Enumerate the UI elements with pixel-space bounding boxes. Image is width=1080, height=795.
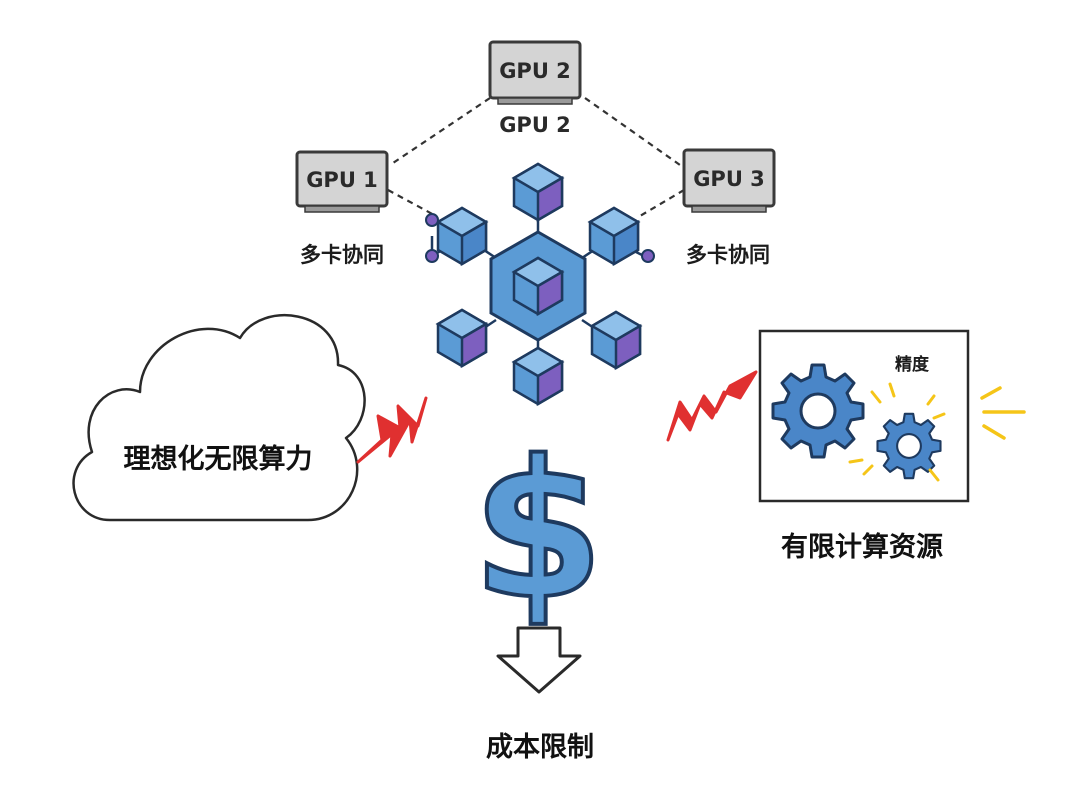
dollar-icon: $ [470, 418, 606, 643]
limited-resources-label: 有限计算资源 [781, 531, 943, 563]
down-arrow-icon [496, 626, 582, 694]
cloud-icon: 理想化无限算力 [72, 314, 366, 522]
gear-icon-small [876, 412, 942, 480]
gpu-3-label: GPU 3 [693, 167, 765, 191]
gpu-1-label: GPU 1 [306, 168, 378, 192]
svg-text:$: $ [472, 420, 604, 641]
lightning-icon [356, 396, 428, 464]
gpu-2-label: GPU 2 [499, 59, 571, 83]
gpu-3-chip: GPU 3 [682, 148, 776, 213]
lightning-icon-right [666, 370, 758, 442]
cube-network-icon [425, 162, 655, 406]
multi-card-label-right: 多卡协同 [686, 243, 770, 267]
ideal-compute-label: 理想化无限算力 [124, 443, 313, 475]
limited-resources-box: 精度 [758, 329, 970, 503]
gpu-1-chip: GPU 1 [295, 150, 389, 213]
spark-icon-outside [980, 386, 1026, 440]
spark-icon [848, 382, 946, 482]
multi-card-label-left: 多卡协同 [300, 243, 384, 267]
gpu-connection-lines [387, 97, 685, 217]
cost-limit-label: 成本限制 [486, 732, 594, 763]
precision-label: 精度 [895, 354, 930, 375]
gpu-2-caption: GPU 2 [499, 113, 571, 137]
gpu-2-chip: GPU 2 GPU 2 [488, 40, 582, 137]
gear-icon [771, 363, 865, 459]
